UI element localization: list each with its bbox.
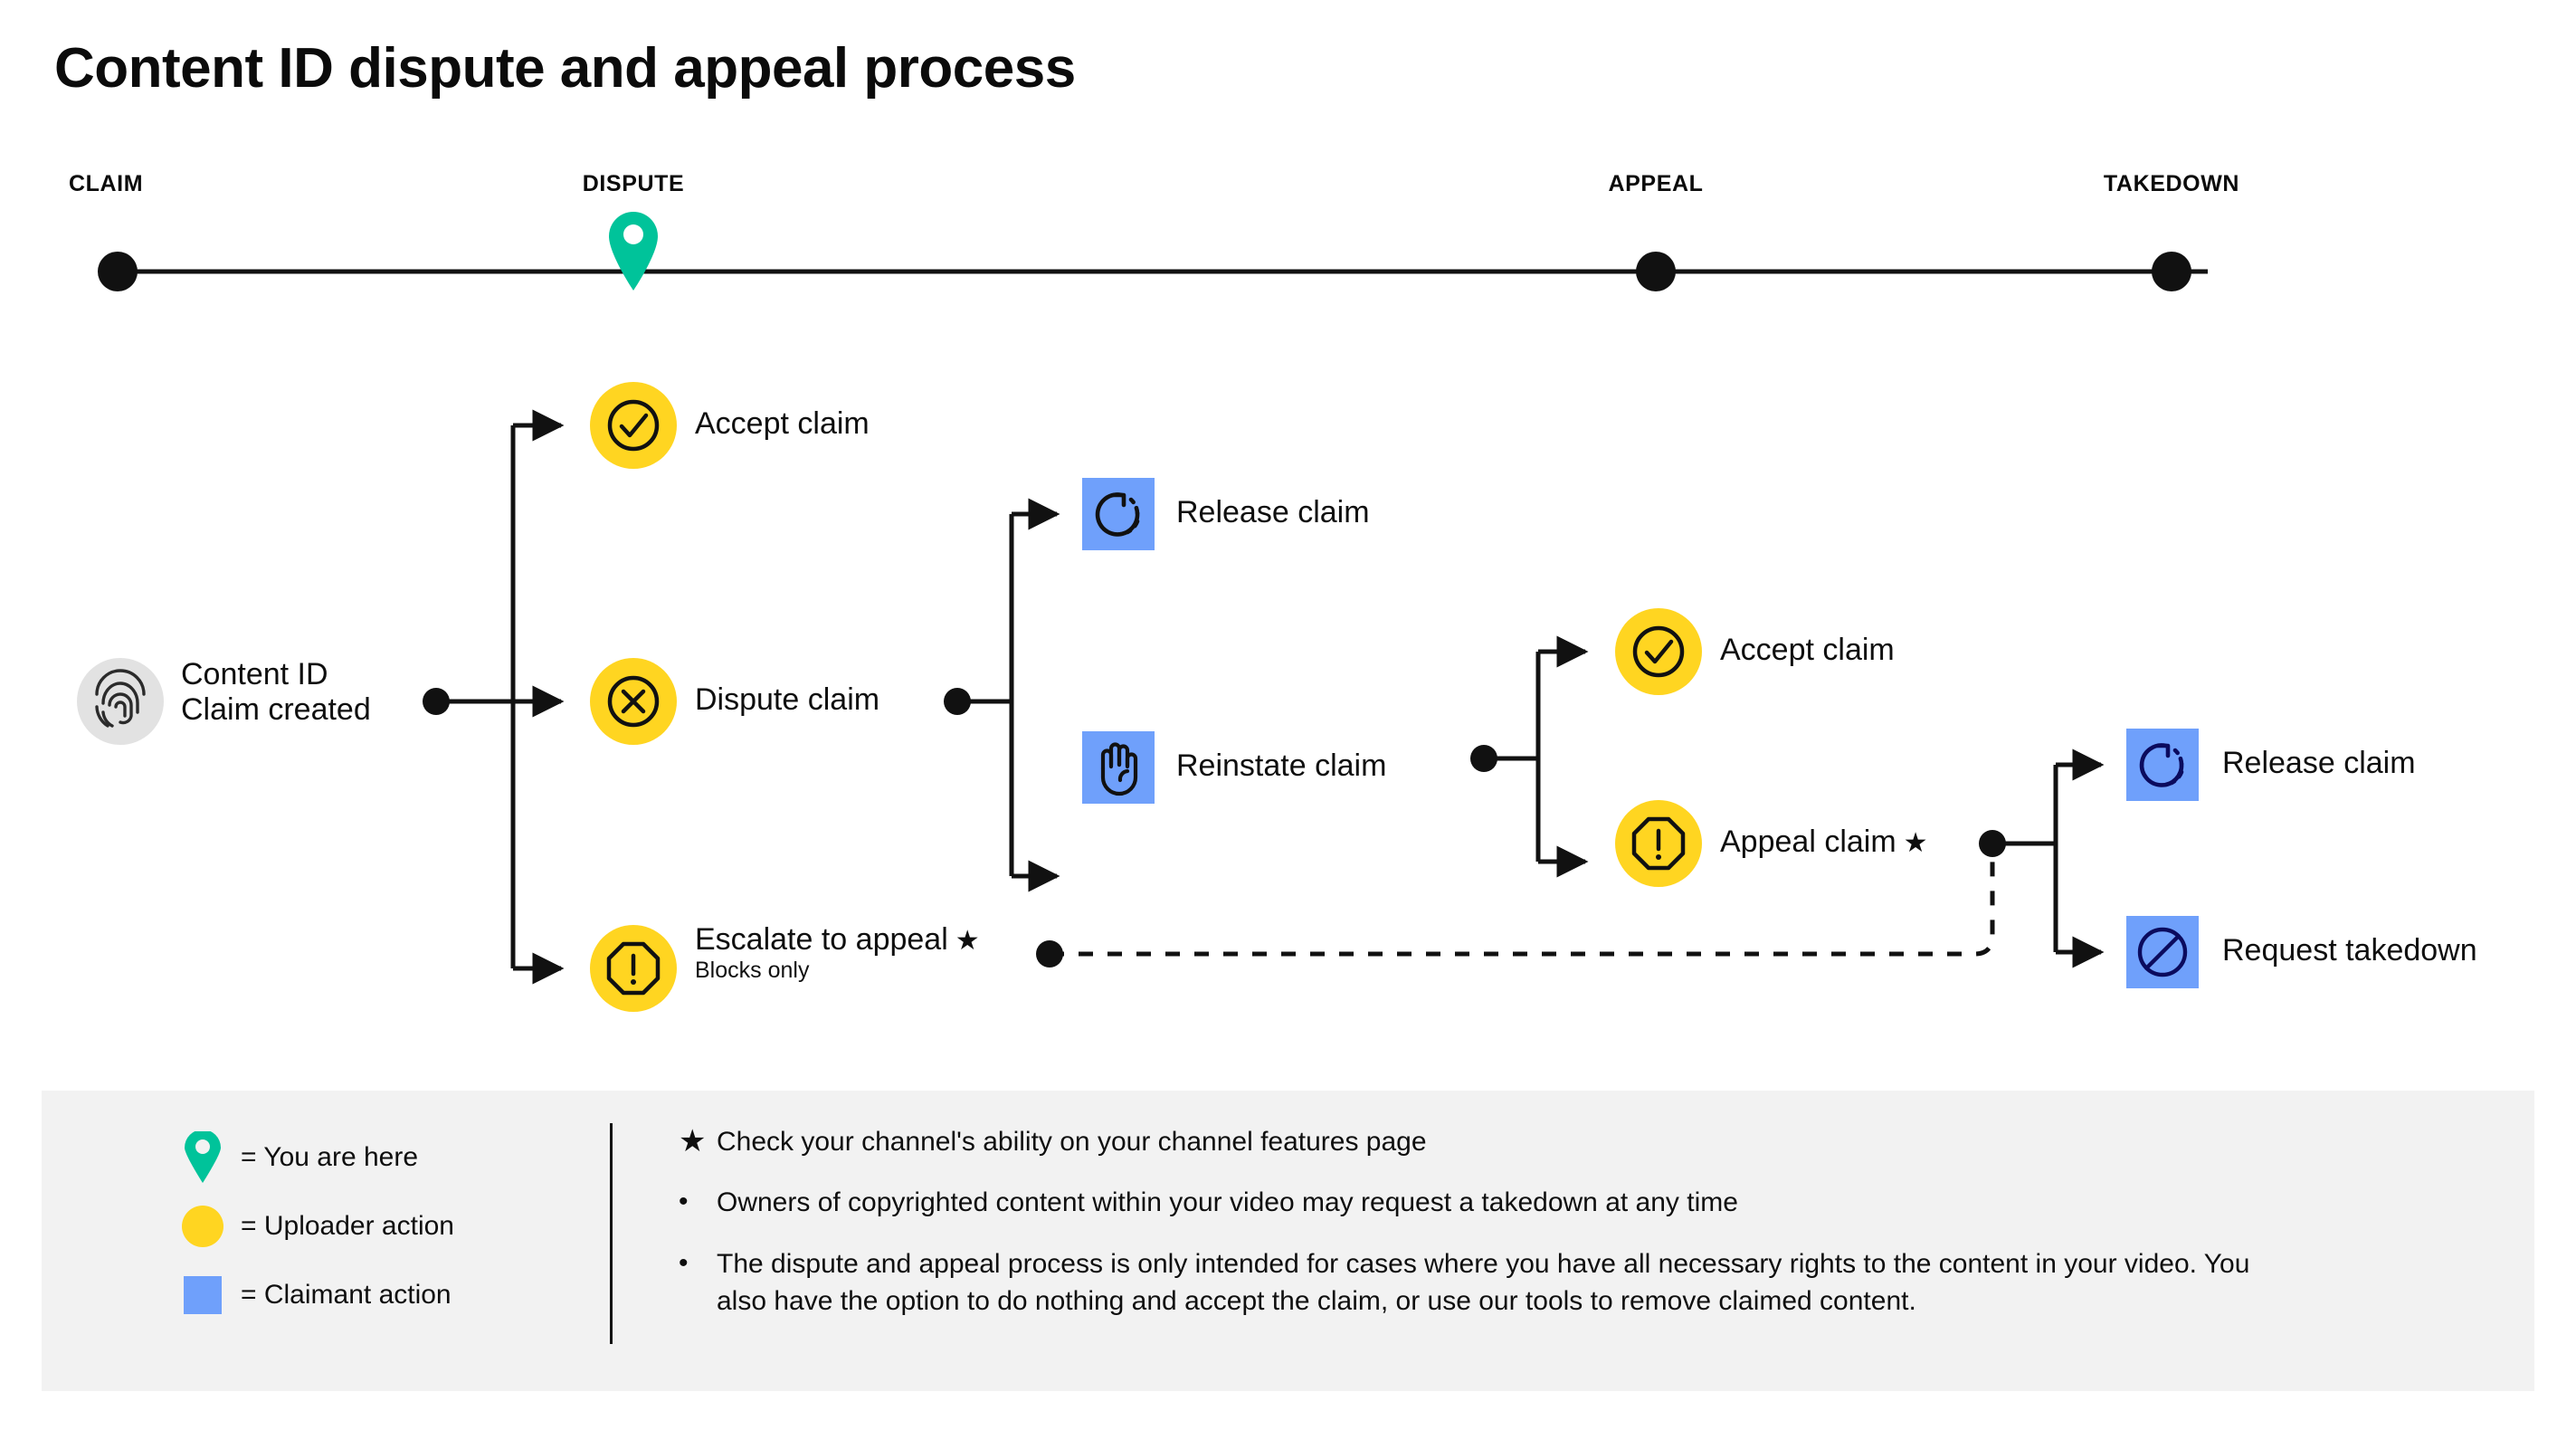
timeline-label-appeal: APPEAL (1608, 171, 1704, 196)
restore-icon (2139, 743, 2184, 787)
node-label-accept-claim-1: Accept claim (695, 406, 870, 441)
timeline-dot-claim[interactable] (98, 252, 138, 291)
timeline-label-claim: CLAIM (69, 171, 144, 196)
node-dispute-claim[interactable] (590, 658, 677, 745)
legend-pin-icon (177, 1131, 228, 1184)
uploader-badge (590, 382, 677, 469)
node-label-dispute-claim: Dispute claim (695, 682, 880, 717)
escalate-label-text: Escalate to appeal (695, 922, 948, 957)
escalate-sublabel: Blocks only (695, 958, 810, 984)
block-icon (2137, 927, 2188, 977)
timeline-dot-takedown[interactable] (2152, 252, 2191, 291)
claimant-badge (1082, 731, 1155, 804)
connector-appeal-to-level4 (1979, 748, 2105, 968)
node-reinstate-claim[interactable] (1082, 731, 1155, 804)
page-title: Content ID dispute and appeal process (54, 37, 1076, 100)
node-escalate-to-appeal[interactable] (590, 925, 677, 1012)
node-label-content-id-claim-created: Content ID Claim created (181, 657, 371, 729)
note-text-dispute-intent: The dispute and appeal process is only i… (717, 1248, 2250, 1317)
legend: = You are here = Uploader action = Claim… (177, 1123, 603, 1330)
legend-divider (610, 1123, 613, 1344)
you-are-here-pin-icon[interactable] (609, 212, 658, 291)
uploader-badge (1615, 608, 1702, 695)
timeline: CLAIM DISPUTE APPEAL TAKEDOWN (0, 158, 2576, 294)
node-release-claim-1[interactable] (1082, 478, 1155, 550)
note-item: • Owners of copyrighted content within y… (675, 1184, 2485, 1221)
node-label-escalate-to-appeal: Escalate to appeal★ Blocks only (695, 922, 980, 984)
legend-item-claimant-action: = Claimant action (177, 1261, 603, 1330)
notes-list: ★ Check your channel's ability on your c… (675, 1123, 2485, 1344)
node-label-reinstate-claim: Reinstate claim (1176, 748, 1387, 783)
note-item: ★ Check your channel's ability on your c… (675, 1123, 2485, 1160)
legend-label-you-are-here: = You are here (241, 1142, 419, 1172)
note-marker-bullet: • (679, 1247, 689, 1278)
connector-start-to-level1 (423, 409, 565, 985)
alert-octagon-icon (1631, 816, 1686, 871)
check-circle-icon (1632, 625, 1685, 678)
escalate-asterisk-marker: ★ (955, 926, 980, 956)
note-marker-asterisk: ★ (679, 1124, 707, 1158)
note-text-channel-ability: Check your channel's ability on your cha… (717, 1127, 1427, 1157)
node-appeal-claim[interactable] (1615, 800, 1702, 887)
node-accept-claim-2[interactable] (1615, 608, 1702, 695)
legend-claimant-square-icon (177, 1276, 228, 1314)
alert-octagon-icon (606, 941, 661, 996)
claimant-badge (1082, 478, 1155, 550)
legend-label-uploader-action: = Uploader action (241, 1211, 454, 1241)
node-label-appeal-claim: Appeal claim★ (1720, 825, 1928, 860)
note-text-takedown-anytime: Owners of copyrighted content within you… (717, 1187, 1738, 1218)
node-content-id-claim-created[interactable] (77, 658, 164, 745)
appeal-label-text: Appeal claim (1720, 825, 1896, 859)
timeline-label-dispute: DISPUTE (582, 171, 685, 196)
timeline-label-takedown: TAKEDOWN (2103, 171, 2240, 196)
node-release-claim-2[interactable] (2126, 729, 2199, 801)
start-label-line1: Content ID (181, 657, 328, 691)
node-label-release-claim-1: Release claim (1176, 495, 1370, 529)
hand-icon (1100, 742, 1138, 796)
timeline-dot-appeal[interactable] (1636, 252, 1676, 291)
node-label-accept-claim-2: Accept claim (1720, 633, 1895, 667)
connector-reinstate-to-level3 (1470, 635, 1589, 878)
note-marker-bullet: • (679, 1187, 689, 1217)
node-request-takedown[interactable] (2126, 916, 2199, 988)
footer-panel: = You are here = Uploader action = Claim… (42, 1091, 2534, 1391)
appeal-asterisk-marker: ★ (1903, 828, 1928, 858)
legend-item-you-are-here: = You are here (177, 1123, 603, 1192)
node-accept-claim-1[interactable] (590, 382, 677, 469)
legend-label-claimant-action: = Claimant action (241, 1280, 452, 1310)
check-circle-icon (607, 399, 660, 452)
fingerprint-icon (95, 669, 146, 728)
x-circle-icon (607, 675, 660, 728)
connector-dispute-to-level2 (944, 498, 1060, 892)
note-item: • The dispute and appeal process is only… (675, 1245, 2485, 1320)
restore-icon (1095, 492, 1140, 537)
node-label-request-takedown: Request takedown (2222, 933, 2477, 968)
node-label-release-claim-2: Release claim (2222, 746, 2416, 780)
legend-uploader-circle-icon (177, 1206, 228, 1247)
claimant-badge (2126, 729, 2199, 801)
connector-escalate-to-appeal-dashed (1036, 857, 1995, 968)
legend-item-uploader-action: = Uploader action (177, 1192, 603, 1261)
start-label-line2: Claim created (181, 692, 371, 728)
